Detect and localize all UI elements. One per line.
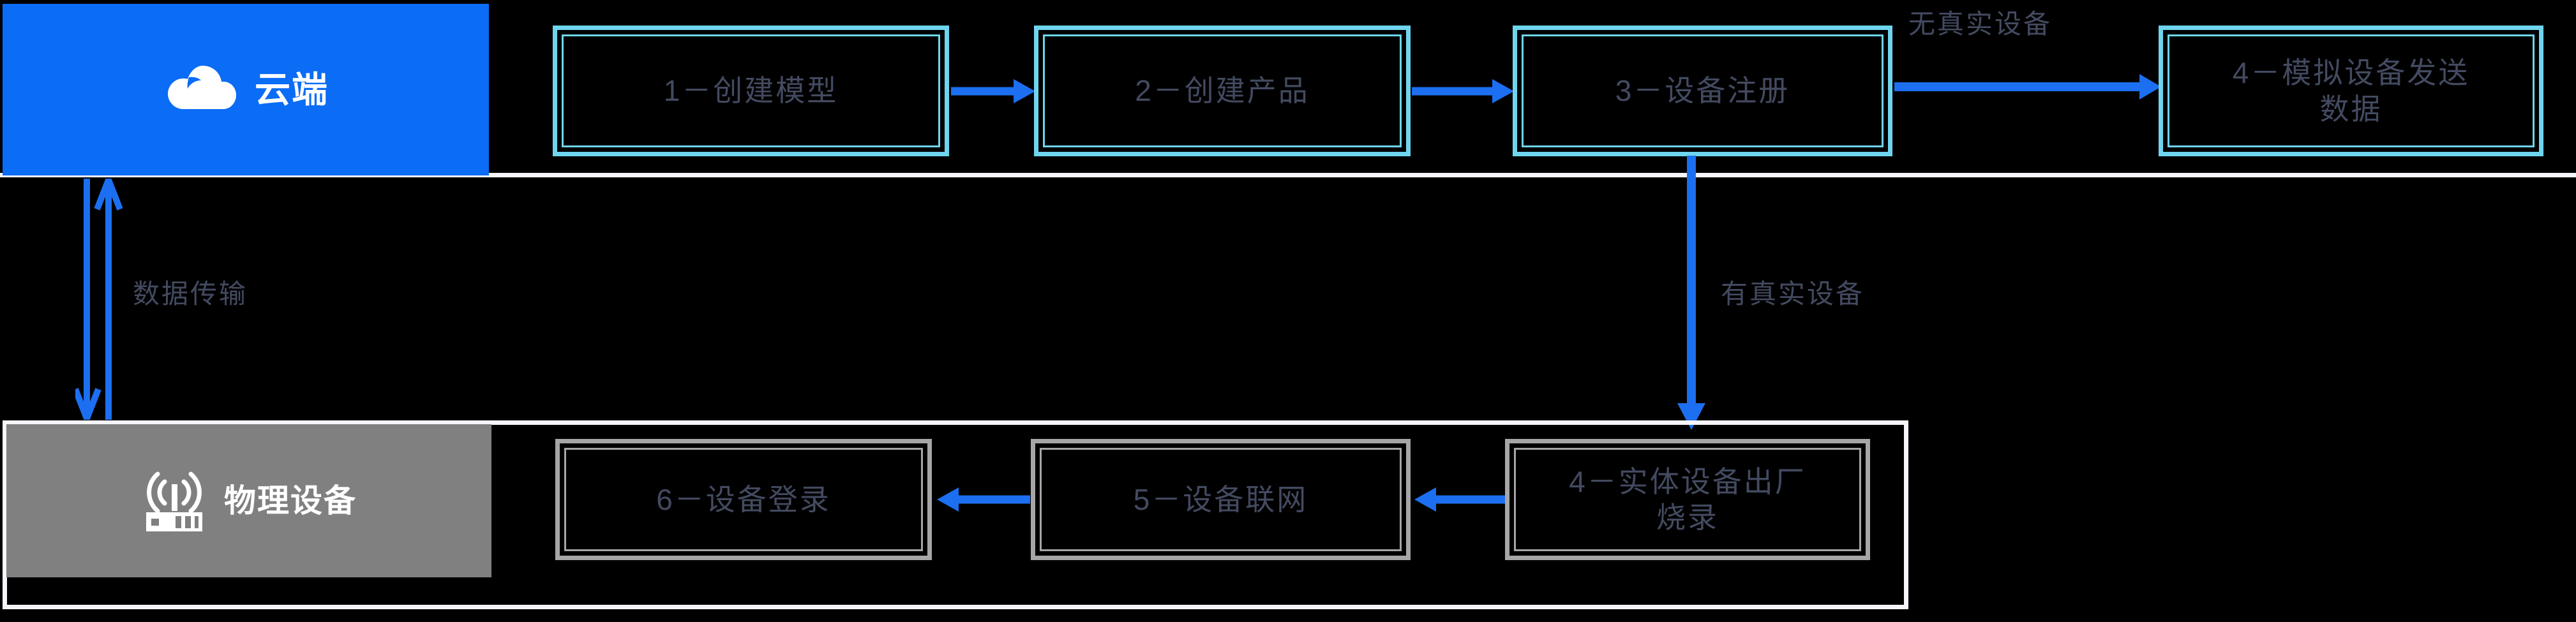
step-box-factory-burn[interactable]: 4－实体设备出厂 烧录 bbox=[1505, 439, 1870, 560]
step-box-factory-burn-label: 4－实体设备出厂 烧录 bbox=[1569, 464, 1806, 534]
lane-device-label: 物理设备 bbox=[224, 483, 357, 519]
step-box-simulated-device-send-data[interactable]: 4－模拟设备发送 数据 bbox=[2159, 26, 2543, 156]
lane-cloud: 云端 bbox=[3, 4, 489, 175]
step-box-device-login-inner bbox=[564, 448, 923, 551]
arrow-step5-to-step6 bbox=[937, 487, 1030, 512]
arrow-step3-to-sim-device bbox=[1894, 74, 2161, 100]
step-box-device-network-inner bbox=[1040, 448, 1402, 551]
lane-separator-top bbox=[0, 173, 2576, 177]
step-box-simulated-device-send-data-label: 4－模拟设备发送 数据 bbox=[2232, 56, 2470, 126]
step-box-create-model[interactable]: 1－创建模型 bbox=[553, 26, 949, 156]
step-box-create-product-inner bbox=[1043, 34, 1402, 147]
arrow-factory-burn-to-step5 bbox=[1414, 487, 1505, 512]
lane-cloud-label: 云端 bbox=[255, 69, 329, 110]
edge-label-has-real-device: 有真实设备 bbox=[1721, 279, 1865, 309]
step-box-device-register[interactable]: 3－设备注册 bbox=[1513, 26, 1892, 156]
step-box-device-login[interactable]: 6－设备登录 bbox=[555, 439, 932, 560]
step-box-device-network[interactable]: 5－设备联网 bbox=[1031, 439, 1411, 560]
device-lane-frame bbox=[3, 420, 1908, 609]
edge-label-data-transfer: 数据传输 bbox=[133, 279, 248, 309]
step-box-device-login-label: 6－设备登录 bbox=[656, 482, 831, 516]
step-box-create-product-label: 2－创建产品 bbox=[1135, 74, 1310, 108]
step-box-factory-burn-inner bbox=[1514, 448, 1861, 551]
edge-label-no-real-device: 无真实设备 bbox=[1908, 9, 2053, 39]
arrow-step1-to-step2 bbox=[951, 79, 1035, 103]
step-box-create-model-inner bbox=[562, 34, 940, 147]
cloud-icon bbox=[168, 65, 236, 109]
step-box-device-network-label: 5－设备联网 bbox=[1133, 482, 1308, 516]
step-box-create-product[interactable]: 2－创建产品 bbox=[1034, 26, 1411, 156]
router-wifi-icon bbox=[146, 471, 202, 531]
lane-device: 物理设备 bbox=[6, 424, 491, 577]
arrow-data-transfer-bidirectional bbox=[75, 179, 123, 420]
step-box-simulated-device-send-data-inner bbox=[2168, 34, 2535, 147]
step-box-device-register-label: 3－设备注册 bbox=[1615, 74, 1790, 108]
arrow-step3-to-factory-burn bbox=[1677, 156, 1705, 430]
step-box-create-model-label: 1－创建模型 bbox=[663, 74, 839, 108]
step-box-device-register-inner bbox=[1522, 34, 1883, 147]
arrow-step2-to-step3 bbox=[1412, 79, 1514, 103]
